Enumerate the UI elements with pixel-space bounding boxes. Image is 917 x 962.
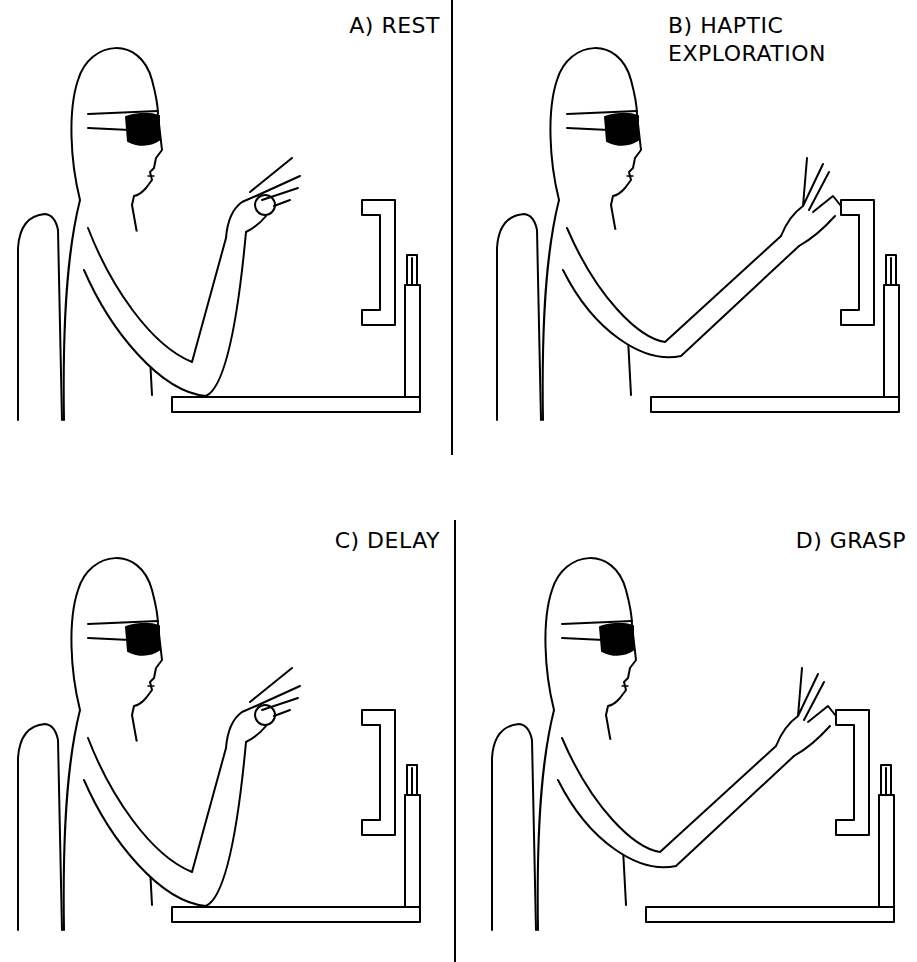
- scene: [18, 48, 420, 420]
- panel-label: D) GRASP: [796, 527, 906, 555]
- arm: [84, 158, 300, 396]
- panel-label: A) REST: [349, 12, 440, 40]
- arm: [84, 668, 300, 906]
- scene: [18, 558, 420, 930]
- panel-label: B) HAPTIC EXPLORATION: [668, 12, 908, 67]
- divider-bottom: [454, 520, 456, 962]
- arm: [563, 158, 841, 357]
- panel-rest: [18, 48, 420, 420]
- arm: [558, 668, 836, 867]
- panel-label: C) DELAY: [335, 527, 440, 555]
- panel-grasp: [492, 558, 894, 930]
- panel-delay: [18, 558, 420, 930]
- scene: [497, 48, 899, 420]
- divider-top: [451, 0, 453, 455]
- scene: [492, 558, 894, 930]
- panel-exploration: [497, 48, 899, 420]
